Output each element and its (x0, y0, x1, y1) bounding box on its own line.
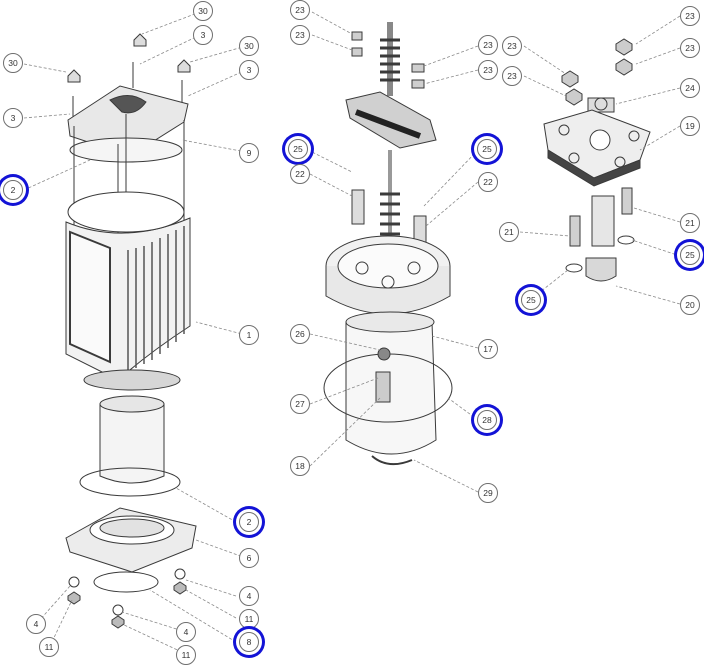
callout-3: 3 (239, 60, 259, 80)
callout-label: 30 (8, 58, 18, 68)
callout-label: 9 (246, 148, 252, 158)
callout-19: 19 (680, 116, 700, 136)
callout-23: 23 (478, 35, 498, 55)
callout-label: 29 (483, 488, 493, 498)
callout-label: 25 (293, 144, 303, 154)
callout-1: 1 (239, 325, 259, 345)
callout-label: 25 (526, 295, 536, 305)
callout-23: 23 (502, 66, 522, 86)
callout-9: 9 (239, 143, 259, 163)
callout-label: 23 (295, 5, 305, 15)
callout-6: 6 (239, 548, 259, 568)
callout-2-highlighted: 2 (3, 180, 23, 200)
callout-label: 3 (10, 113, 16, 123)
callout-26: 26 (290, 324, 310, 344)
callout-label: 23 (507, 71, 517, 81)
callout-label: 28 (482, 415, 492, 425)
callout-4: 4 (239, 586, 259, 606)
callout-label: 11 (44, 642, 54, 652)
callout-label: 4 (246, 591, 252, 601)
callout-21: 21 (499, 222, 519, 242)
callout-3: 3 (3, 108, 23, 128)
callout-label: 2 (246, 517, 252, 527)
callout-25-highlighted: 25 (477, 139, 497, 159)
leader-lines (23, 11, 681, 655)
callout-label: 30 (244, 41, 254, 51)
callout-label: 24 (685, 83, 695, 93)
callout-label: 23 (483, 40, 493, 50)
callout-label: 25 (685, 250, 695, 260)
callout-label: 22 (295, 169, 305, 179)
callout-label: 25 (482, 144, 492, 154)
callout-label: 22 (483, 177, 493, 187)
callout-label: 11 (244, 614, 254, 624)
callout-label: 30 (198, 6, 208, 16)
callout-22: 22 (290, 164, 310, 184)
callout-label: 21 (685, 218, 695, 228)
callout-label: 19 (685, 121, 695, 131)
callout-label: 3 (246, 65, 252, 75)
callout-11: 11 (39, 637, 59, 657)
callout-4: 4 (176, 622, 196, 642)
right-assembly-drawing (543, 38, 651, 282)
callout-label: 27 (295, 399, 305, 409)
callout-label: 23 (483, 65, 493, 75)
callout-27: 27 (290, 394, 310, 414)
callout-8-highlighted: 8 (239, 632, 259, 652)
callout-25-highlighted: 25 (288, 139, 308, 159)
callout-22: 22 (478, 172, 498, 192)
callout-2-highlighted: 2 (239, 512, 259, 532)
callout-label: 20 (685, 300, 695, 310)
callout-25-highlighted: 25 (521, 290, 541, 310)
callout-23: 23 (478, 60, 498, 80)
callout-28-highlighted: 28 (477, 410, 497, 430)
callout-label: 23 (507, 41, 517, 51)
callout-29: 29 (478, 483, 498, 503)
callout-23: 23 (290, 25, 310, 45)
callout-label: 6 (246, 553, 252, 563)
callout-30: 30 (239, 36, 259, 56)
callout-label: 18 (295, 461, 305, 471)
callout-30: 30 (193, 1, 213, 21)
callout-label: 1 (246, 330, 252, 340)
callout-label: 4 (183, 627, 189, 637)
callout-18: 18 (290, 456, 310, 476)
callout-23: 23 (680, 6, 700, 26)
callout-23: 23 (290, 0, 310, 20)
callout-21: 21 (680, 213, 700, 233)
callout-label: 26 (295, 329, 305, 339)
callout-23: 23 (502, 36, 522, 56)
callout-label: 21 (504, 227, 514, 237)
callout-11: 11 (176, 645, 196, 665)
callout-label: 2 (10, 185, 16, 195)
center-assembly-drawing (323, 22, 453, 466)
callout-3: 3 (193, 25, 213, 45)
callout-label: 8 (246, 637, 252, 647)
callout-25-highlighted: 25 (680, 245, 700, 265)
callout-24: 24 (680, 78, 700, 98)
callout-label: 3 (200, 30, 206, 40)
callout-label: 11 (181, 650, 191, 660)
callout-label: 17 (483, 344, 493, 354)
callout-30: 30 (3, 53, 23, 73)
callout-label: 23 (295, 30, 305, 40)
callout-label: 4 (33, 619, 39, 629)
callout-label: 23 (685, 43, 695, 53)
left-assembly-drawing (65, 33, 197, 629)
callout-4: 4 (26, 614, 46, 634)
callout-label: 23 (685, 11, 695, 21)
callout-11: 11 (239, 609, 259, 629)
callout-17: 17 (478, 339, 498, 359)
callout-23: 23 (680, 38, 700, 58)
callout-20: 20 (680, 295, 700, 315)
